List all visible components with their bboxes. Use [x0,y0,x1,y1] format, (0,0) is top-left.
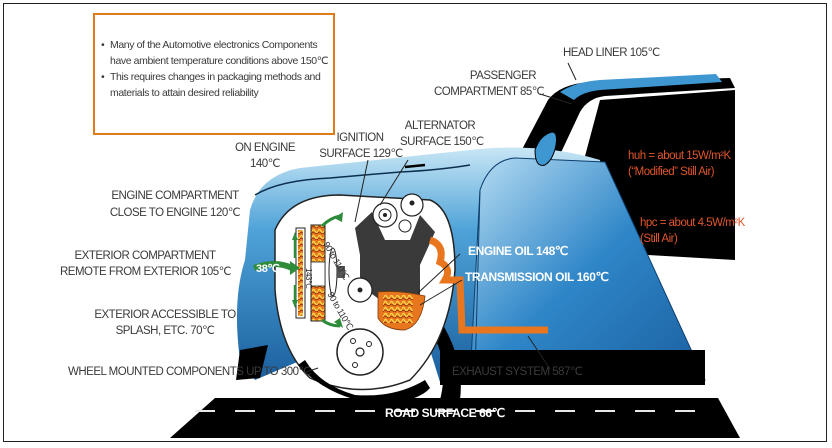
note-box: Many of the Automotive electronics Compo… [93,13,335,135]
label-ignition-1: IGNITION [336,132,384,144]
road [170,398,740,438]
heat-coefficient-huh-note: (“Modified” Still Air) [628,166,715,178]
note-bullet: Many of the Automotive electronics Compo… [101,37,335,69]
note-bullets: Many of the Automotive electronics Compo… [101,37,335,101]
label-alternator-1: ALTERNATOR [404,120,476,132]
heat-coefficient-huh: huh = about 15W/m²K [628,150,731,162]
note-bullet: This requires changes in packaging metho… [101,69,335,101]
label-passenger-2: COMPARTMENT 85℃ [434,86,545,98]
label-exterior-splash-2: SPLASH, ETC. 70℃ [115,325,215,337]
label-passenger-1: PASSENGER [469,70,537,82]
heat-coefficient-hpc: hpc = about 4.5W/m²K [640,217,745,229]
label-air-intake: 38℃ [256,263,280,275]
label-exterior-compartment-1: EXTERIOR COMPARTMENT [74,250,217,262]
label-engine-oil: ENGINE OIL 148℃ [468,244,568,258]
heat-coefficient-hpc-note: (Still Air) [640,233,678,245]
label-engine-compartment-2: CLOSE TO ENGINE 120℃ [109,207,241,219]
label-road-surface: ROAD SURFACE 66℃ [385,406,505,420]
label-transmission-oil: TRANSMISSION OIL 160℃ [465,270,609,284]
leader-lines [305,62,577,373]
label-engine-compartment-1: ENGINE COMPARTMENT [111,190,239,202]
engine-cutaway [252,193,548,405]
diagram-frame [3,3,827,442]
label-exterior-splash-1: EXTERIOR ACCESSIBLE TO [94,309,236,321]
label-on-engine-1: ON ENGINE [234,142,296,154]
label-exhaust-system: EXHAUST SYSTEM 587℃ [452,366,583,378]
label-head-liner: HEAD LINER 105℃ [563,47,660,59]
label-radiator-temp: 143℃ [304,268,313,289]
label-alternator-2: SURFACE 150℃ [400,136,484,148]
label-wheel-mounted: WHEEL MOUNTED COMPONENTS UP TO 300℃ [68,366,311,378]
label-exterior-compartment-2: REMOTE FROM EXTERIOR 105℃ [60,266,232,278]
label-on-engine-2: 140℃ [249,158,281,170]
label-ignition-2: SURFACE 129℃ [319,148,403,160]
